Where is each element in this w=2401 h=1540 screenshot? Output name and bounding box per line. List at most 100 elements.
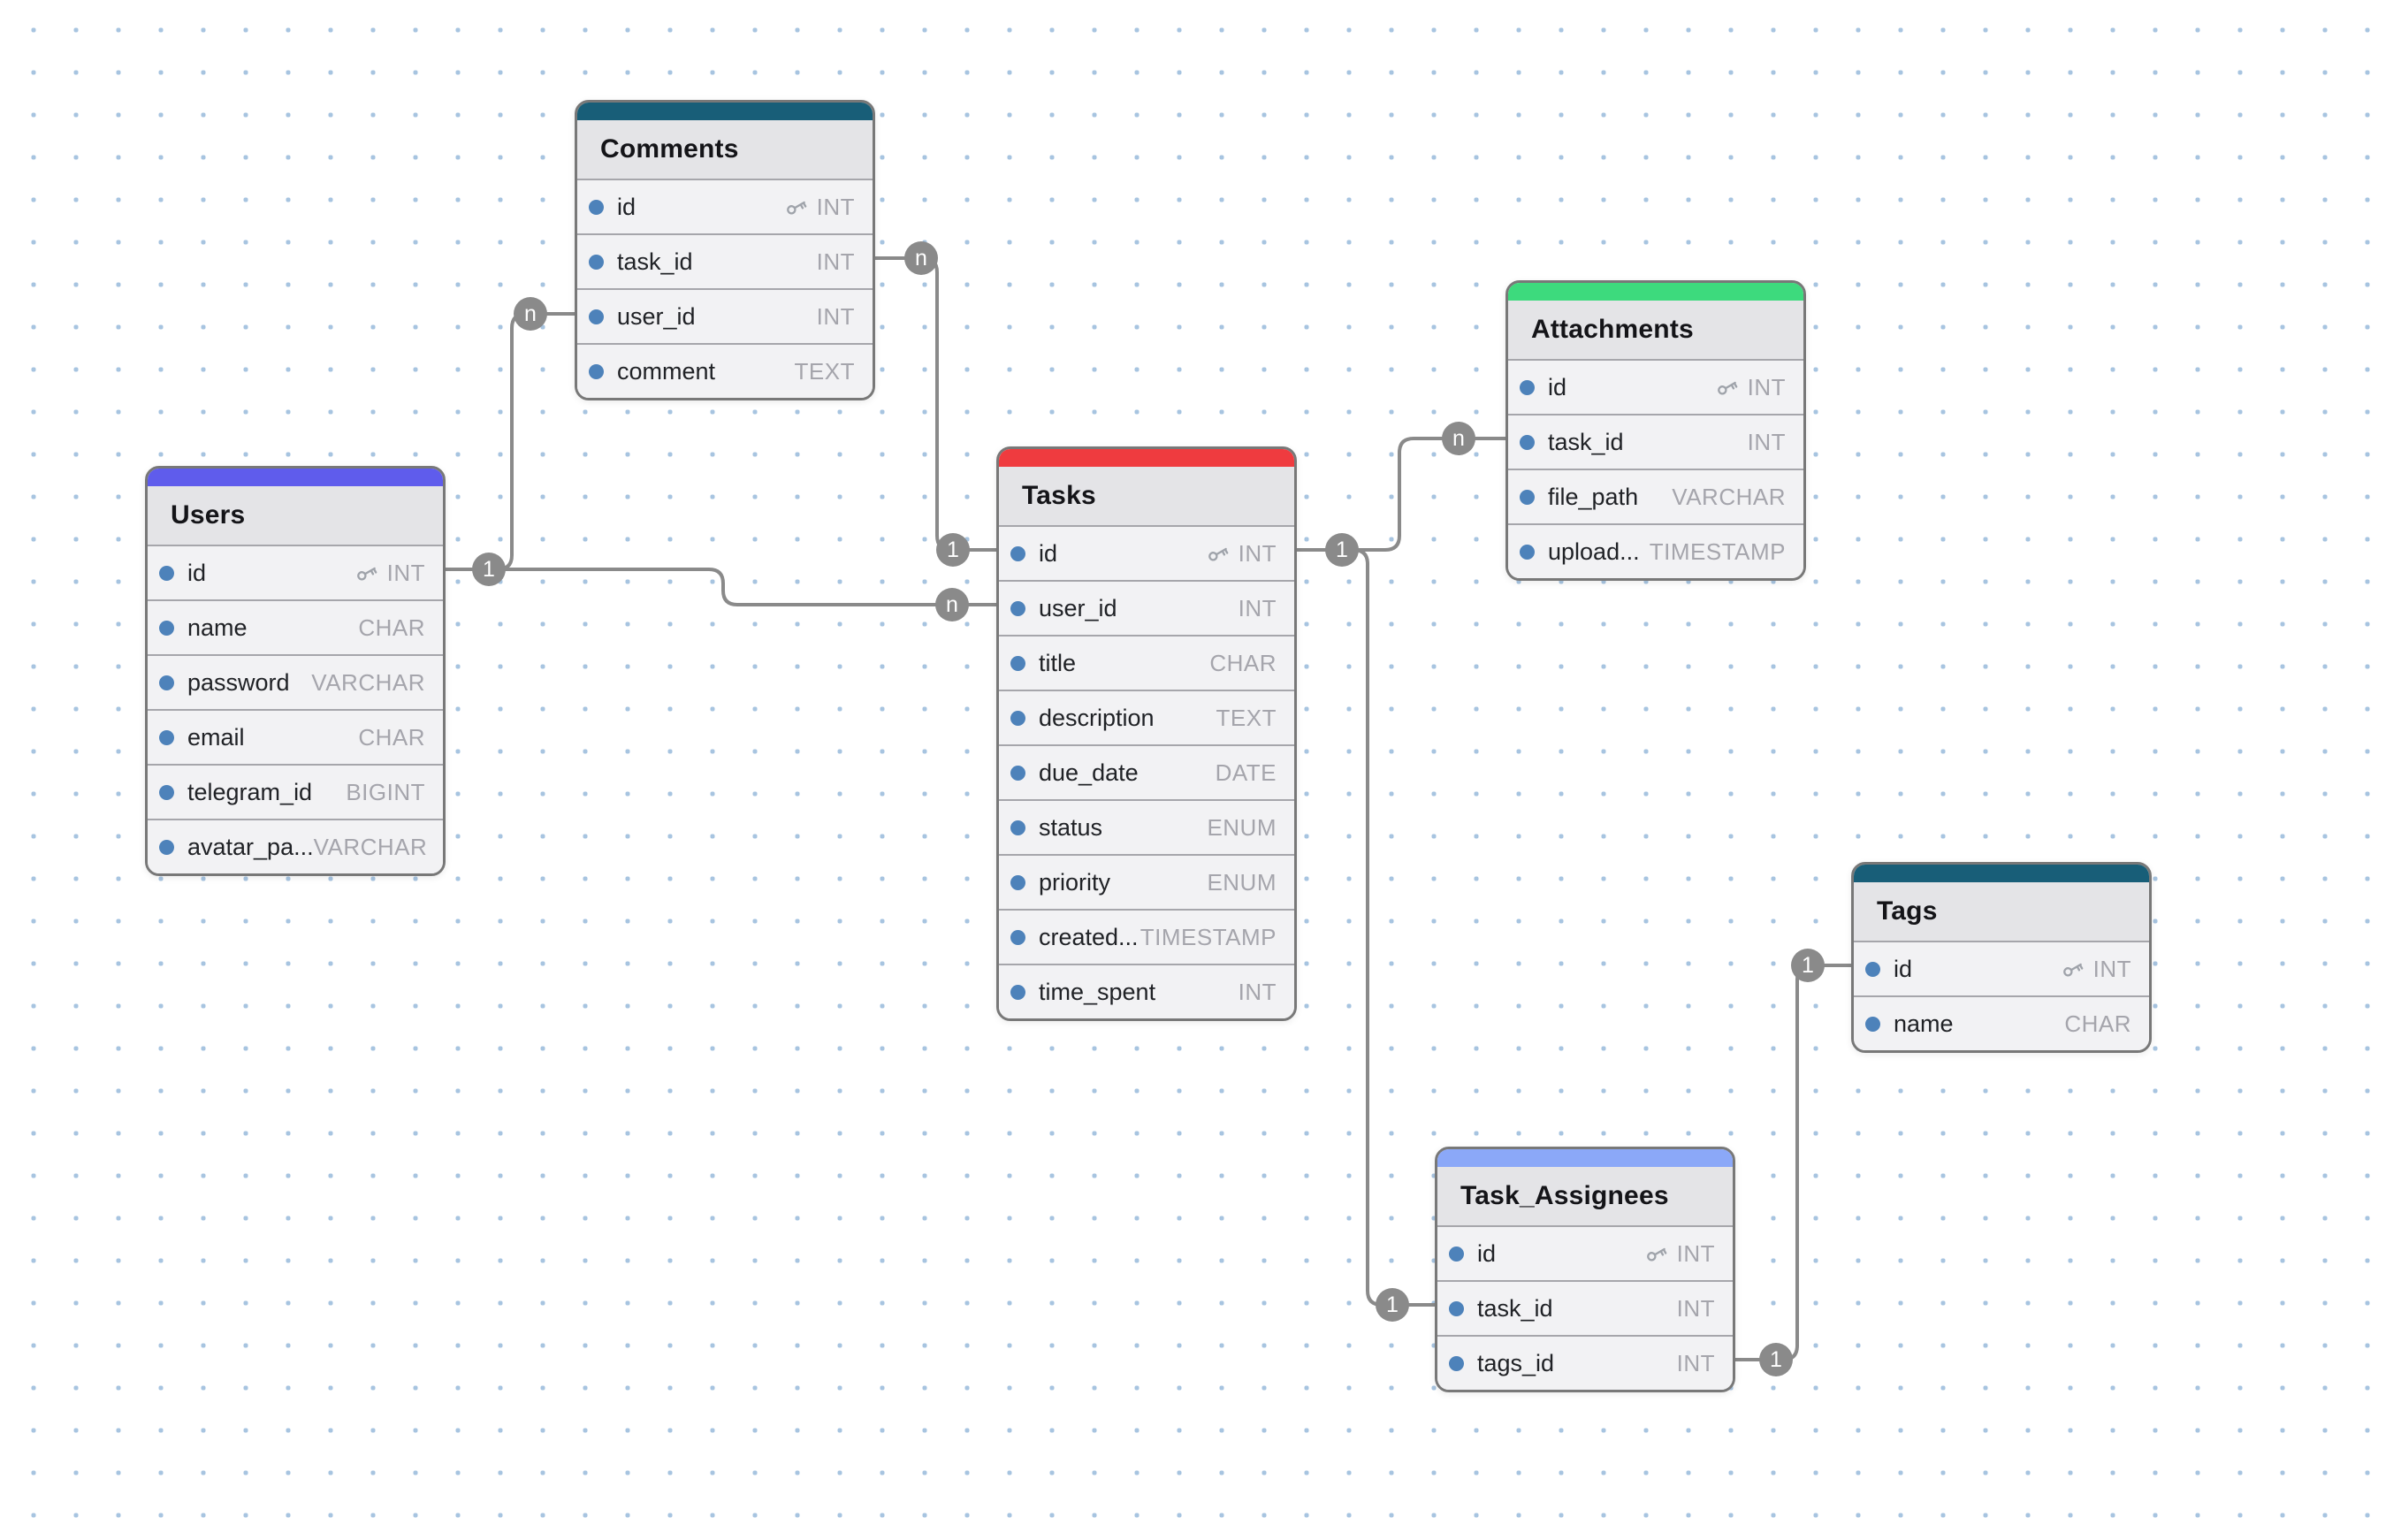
table-field-row[interactable]: task_id INT bbox=[1437, 1280, 1733, 1335]
field-type-group: INT bbox=[1748, 429, 1786, 456]
table-field-row[interactable]: name CHAR bbox=[148, 599, 443, 654]
field-dot-icon bbox=[1010, 820, 1025, 835]
table-field-row[interactable]: task_id INT bbox=[1508, 414, 1803, 469]
field-dot-icon bbox=[1010, 874, 1025, 890]
primary-key-icon bbox=[786, 201, 806, 215]
entity-table-comments[interactable]: Comments id INT task_id INT user_id bbox=[575, 100, 875, 400]
field-dot-icon bbox=[1865, 1016, 1880, 1032]
table-field-row[interactable]: description TEXT bbox=[999, 690, 1294, 744]
field-dot-icon bbox=[1865, 961, 1880, 977]
field-name: id bbox=[1477, 1239, 1497, 1267]
field-type: INT bbox=[1238, 594, 1277, 621]
table-field-row[interactable]: id INT bbox=[148, 545, 443, 599]
table-fields: id INT name CHAR password VARCHAR em bbox=[148, 545, 443, 873]
table-header[interactable]: Attachments bbox=[1508, 301, 1803, 359]
table-field-row[interactable]: created... TIMESTAMP bbox=[999, 909, 1294, 964]
field-name: password bbox=[187, 668, 290, 696]
field-dot-icon bbox=[1010, 929, 1025, 945]
table-field-row[interactable]: time_spent INT bbox=[999, 964, 1294, 1018]
field-name: time_spent bbox=[1039, 978, 1156, 1005]
table-field-row[interactable]: user_id INT bbox=[999, 580, 1294, 635]
relationship-Users.id-Tasks.user_id[interactable] bbox=[444, 568, 998, 606]
relationship-Tasks.id-Task_Assignees.task_id[interactable] bbox=[1295, 548, 1437, 1307]
table-field-row[interactable]: id INT bbox=[1854, 941, 2149, 995]
cardinality-badge[interactable]: n bbox=[904, 241, 938, 275]
field-type-group: INT bbox=[817, 248, 855, 276]
table-field-row[interactable]: id INT bbox=[1437, 1225, 1733, 1280]
cardinality-badge[interactable]: 1 bbox=[936, 533, 970, 567]
cardinality-badge[interactable]: n bbox=[514, 297, 547, 331]
table-field-row[interactable]: task_id INT bbox=[577, 233, 873, 288]
field-dot-icon bbox=[1449, 1300, 1464, 1316]
entity-table-tags[interactable]: Tags id INT name CHAR bbox=[1851, 862, 2152, 1053]
table-field-row[interactable]: id INT bbox=[1508, 359, 1803, 414]
field-type-group: VARCHAR bbox=[314, 834, 428, 861]
entity-table-tasks[interactable]: Tasks id INT user_id INT title CHAR bbox=[996, 446, 1297, 1021]
relationship-Users.id-Comments.user_id[interactable] bbox=[444, 312, 576, 571]
cardinality-badge[interactable]: n bbox=[1442, 422, 1475, 455]
table-field-row[interactable]: user_id INT bbox=[577, 288, 873, 343]
table-header[interactable]: Tags bbox=[1854, 882, 2149, 941]
table-field-row[interactable]: title CHAR bbox=[999, 635, 1294, 690]
primary-key-icon bbox=[356, 567, 377, 581]
relationship-Tasks.id-Comments.task_id[interactable] bbox=[873, 256, 998, 552]
table-field-row[interactable]: id INT bbox=[577, 179, 873, 233]
field-name: task_id bbox=[1548, 428, 1624, 455]
field-type: INT bbox=[1747, 373, 1786, 400]
primary-key-icon bbox=[1646, 1247, 1666, 1262]
cardinality-badge[interactable]: 1 bbox=[472, 553, 506, 586]
table-field-row[interactable]: password VARCHAR bbox=[148, 654, 443, 709]
table-accent-bar bbox=[577, 103, 873, 120]
cardinality-badge[interactable]: n bbox=[935, 588, 969, 621]
field-dot-icon bbox=[1449, 1355, 1464, 1371]
table-header[interactable]: Comments bbox=[577, 120, 873, 179]
table-accent-bar bbox=[1854, 865, 2149, 882]
entity-table-users[interactable]: Users id INT name CHAR password VAR bbox=[145, 466, 446, 876]
field-type: INT bbox=[1238, 539, 1277, 567]
table-header[interactable]: Tasks bbox=[999, 467, 1294, 525]
field-type-group: TIMESTAMP bbox=[1140, 924, 1277, 951]
table-field-row[interactable]: priority ENUM bbox=[999, 854, 1294, 909]
field-name: id bbox=[1894, 955, 1913, 982]
field-dot-icon bbox=[159, 675, 174, 690]
field-type-group: CHAR bbox=[358, 724, 425, 751]
field-type: INT bbox=[1676, 1294, 1715, 1322]
primary-key-icon bbox=[1208, 547, 1228, 561]
table-field-row[interactable]: due_date DATE bbox=[999, 744, 1294, 799]
table-header[interactable]: Users bbox=[148, 486, 443, 545]
field-dot-icon bbox=[1010, 545, 1025, 561]
relationship-Tasks.id-Attachments.task_id[interactable] bbox=[1295, 437, 1507, 552]
cardinality-badge[interactable]: 1 bbox=[1376, 1288, 1409, 1322]
table-field-row[interactable]: email CHAR bbox=[148, 709, 443, 764]
table-field-row[interactable]: name CHAR bbox=[1854, 995, 2149, 1050]
entity-table-task_assignees[interactable]: Task_Assignees id INT task_id INT tags_i… bbox=[1435, 1147, 1735, 1392]
field-name: comment bbox=[617, 357, 716, 385]
table-field-row[interactable]: upload... TIMESTAMP bbox=[1508, 523, 1803, 578]
field-dot-icon bbox=[1010, 765, 1025, 781]
field-dot-icon bbox=[1520, 379, 1535, 395]
table-field-row[interactable]: comment TEXT bbox=[577, 343, 873, 398]
field-type-group: INT bbox=[1677, 1350, 1715, 1377]
table-field-row[interactable]: id INT bbox=[999, 525, 1294, 580]
field-type: TEXT bbox=[794, 357, 855, 385]
field-type: INT bbox=[816, 248, 855, 275]
field-dot-icon bbox=[159, 565, 174, 581]
field-type: TIMESTAMP bbox=[1140, 923, 1277, 950]
entity-table-attachments[interactable]: Attachments id INT task_id INT file_path bbox=[1505, 280, 1806, 581]
field-type-group: TEXT bbox=[795, 358, 855, 385]
field-dot-icon bbox=[1520, 434, 1535, 450]
table-field-row[interactable]: telegram_id BIGINT bbox=[148, 764, 443, 819]
cardinality-badge[interactable]: 1 bbox=[1759, 1343, 1793, 1376]
field-type: ENUM bbox=[1207, 868, 1277, 896]
table-field-row[interactable]: avatar_pa... VARCHAR bbox=[148, 819, 443, 873]
cardinality-badge[interactable]: 1 bbox=[1325, 533, 1359, 567]
table-fields: id INT task_id INT file_path VARCHAR bbox=[1508, 359, 1803, 578]
table-header[interactable]: Task_Assignees bbox=[1437, 1167, 1733, 1225]
table-field-row[interactable]: status ENUM bbox=[999, 799, 1294, 854]
field-dot-icon bbox=[159, 729, 174, 745]
field-type-group: CHAR bbox=[358, 614, 425, 642]
table-field-row[interactable]: file_path VARCHAR bbox=[1508, 469, 1803, 523]
relationship-Tags.id-Task_Assignees.tags_id[interactable] bbox=[1734, 964, 1853, 1361]
cardinality-badge[interactable]: 1 bbox=[1791, 949, 1825, 982]
table-field-row[interactable]: tags_id INT bbox=[1437, 1335, 1733, 1390]
